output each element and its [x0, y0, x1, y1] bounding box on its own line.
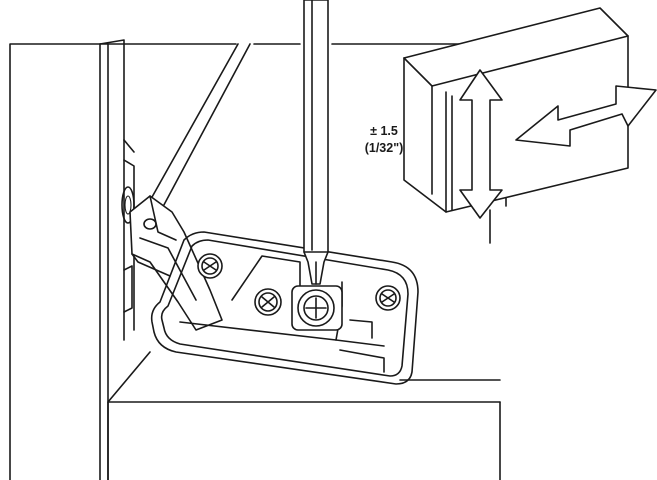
hinge-arm-rod: [137, 43, 251, 223]
adjustment-unit-label: (1/32"): [364, 141, 404, 155]
phillips-screw-icon: [291, 285, 343, 331]
hinge-arm: [129, 195, 223, 331]
cabinet-panel: [107, 351, 501, 480]
hinge-cup: [121, 139, 135, 341]
double-arrow-vertical-icon: [459, 69, 503, 219]
double-arrow-horizontal-icon: [515, 85, 657, 147]
screwdriver-icon: [303, 0, 329, 285]
phillips-screw-icon: [254, 288, 282, 316]
adjustment-value-label: ± 1.5: [370, 124, 398, 138]
door-frame: [9, 39, 135, 480]
door-block: [403, 7, 629, 213]
phillips-screw-icon: [375, 285, 401, 311]
phillips-screw-icon: [197, 253, 223, 279]
